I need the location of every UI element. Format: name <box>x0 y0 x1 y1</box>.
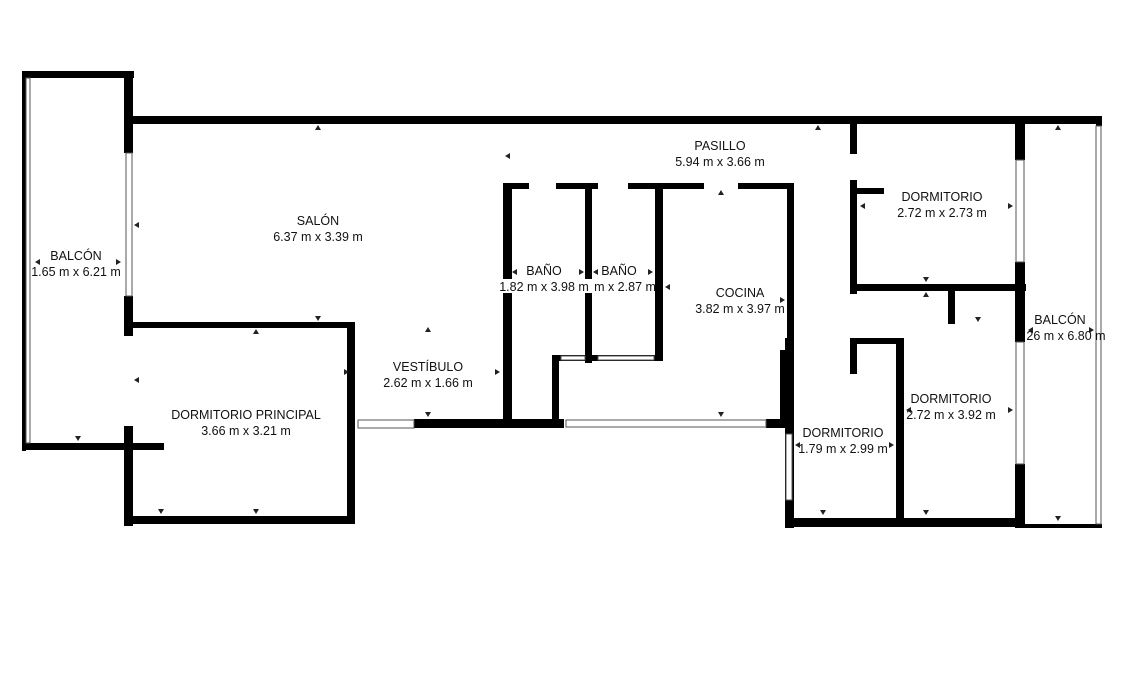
room-size-bano-2: m x 2.87 m <box>594 280 656 294</box>
room-size-dormitorio-mid-right: 2.72 m x 3.92 m <box>906 408 996 422</box>
windows <box>25 77 1102 525</box>
room-size-pasillo: 5.94 m x 3.66 m <box>675 155 765 169</box>
room-name-balcon-left: BALCÓN <box>50 248 101 263</box>
room-size-balcon-right: 26 m x 6.80 m <box>1026 329 1105 343</box>
room-name-salon: SALÓN <box>297 213 339 228</box>
room-size-dormitorio-top-right: 2.72 m x 2.73 m <box>897 206 987 220</box>
room-size-dormitorio-principal: 3.66 m x 3.21 m <box>201 424 291 438</box>
room-name-bano-2: BAÑO <box>601 264 637 278</box>
walls <box>22 71 1102 528</box>
room-size-balcon-left: 1.65 m x 6.21 m <box>31 265 121 279</box>
room-size-salon: 6.37 m x 3.39 m <box>273 230 363 244</box>
room-name-dormitorio-small: DORMITORIO <box>802 426 883 440</box>
room-name-bano-1: BAÑO <box>526 264 562 278</box>
room-name-pasillo: PASILLO <box>694 139 745 153</box>
room-name-dormitorio-mid-right: DORMITORIO <box>910 392 991 406</box>
room-name-dormitorio-top-right: DORMITORIO <box>901 190 982 204</box>
dimension-ticks <box>35 125 1094 521</box>
room-size-dormitorio-small: 1.79 m x 2.99 m <box>798 442 888 456</box>
room-name-vestibulo: VESTÍBULO <box>393 359 463 374</box>
room-size-vestibulo: 2.62 m x 1.66 m <box>383 376 473 390</box>
room-size-cocina: 3.82 m x 3.97 m <box>695 302 785 316</box>
room-name-dormitorio-principal: DORMITORIO PRINCIPAL <box>171 408 321 422</box>
room-name-balcon-right: BALCÓN <box>1034 312 1085 327</box>
room-labels: BALCÓN 1.65 m x 6.21 m SALÓN 6.37 m x 3.… <box>31 139 1105 456</box>
room-size-bano-1: 1.82 m x 3.98 m <box>499 280 589 294</box>
room-name-cocina: COCINA <box>716 286 765 300</box>
